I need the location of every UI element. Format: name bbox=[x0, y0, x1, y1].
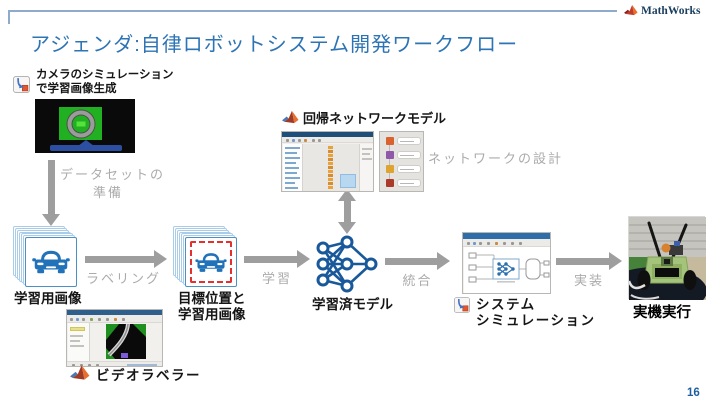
design-exchange-arrow bbox=[338, 189, 356, 234]
simulink-icon bbox=[454, 297, 470, 313]
simulink-icon bbox=[13, 76, 30, 93]
network-layers-screenshot bbox=[379, 131, 424, 192]
page-number: 16 bbox=[687, 387, 700, 399]
training-arrow-label: 学習 bbox=[261, 271, 292, 286]
system-simulation-label-line2: シミュレーション bbox=[476, 313, 596, 328]
mathworks-logo: MathWorks bbox=[624, 4, 700, 17]
window-toolbar bbox=[463, 239, 550, 247]
label-list-panel bbox=[68, 323, 90, 361]
layer-icon bbox=[386, 151, 394, 159]
layer-icon bbox=[386, 137, 394, 145]
layer-library-panel bbox=[283, 144, 303, 191]
arrow-head bbox=[437, 252, 450, 270]
arrow-head-down bbox=[338, 222, 356, 234]
regression-model-label: 回帰ネットワークモデル bbox=[303, 111, 447, 126]
dataset-prep-arrow bbox=[42, 160, 60, 226]
system-simulation-label-line1: システム bbox=[476, 297, 536, 312]
simulink-model-screenshot bbox=[462, 232, 551, 294]
window-title-bar bbox=[463, 233, 550, 239]
layer-connector bbox=[389, 138, 390, 186]
arrow-head bbox=[609, 252, 622, 270]
implementation-arrow-label: 実装 bbox=[573, 273, 604, 288]
layer-pill bbox=[397, 151, 421, 159]
network-designer-screenshot bbox=[281, 131, 374, 192]
arrow-shaft bbox=[47, 160, 55, 214]
training-arrow bbox=[244, 250, 310, 268]
dataset-prep-line1: データセットの bbox=[60, 167, 166, 182]
implementation-arrow bbox=[556, 252, 622, 270]
sim-ui-bar bbox=[50, 145, 122, 151]
target-images-label-line2: 学習用画像 bbox=[178, 307, 246, 322]
camera-sim-screenshot bbox=[35, 99, 135, 153]
video-labeler-screenshot bbox=[66, 309, 163, 367]
matlab-icon bbox=[70, 364, 90, 382]
arrow-shaft bbox=[85, 255, 154, 263]
arrow-head-up bbox=[338, 189, 356, 201]
arrow-shaft bbox=[343, 201, 351, 222]
playback-bar bbox=[67, 361, 162, 366]
arrow-head bbox=[42, 214, 60, 226]
car-icon bbox=[32, 250, 70, 274]
dataset-prep-line2: 準備 bbox=[92, 185, 123, 200]
integration-arrow bbox=[385, 252, 450, 270]
network-design-label: ネットワークの設計 bbox=[428, 151, 564, 166]
window-title-bar bbox=[282, 132, 373, 137]
training-images-label: 学習用画像 bbox=[14, 291, 82, 306]
arrow-shaft bbox=[556, 257, 609, 265]
target-images-label-line1: 目標位置と bbox=[178, 291, 246, 306]
mathworks-logo-icon bbox=[624, 4, 638, 17]
window-title-bar bbox=[67, 310, 162, 315]
sim-ui-bump bbox=[78, 140, 94, 146]
sim-track-ring bbox=[67, 110, 94, 137]
sim-track-field bbox=[59, 107, 102, 140]
video-frame bbox=[106, 324, 146, 359]
minimap bbox=[340, 174, 356, 188]
top-border-line bbox=[8, 10, 617, 12]
properties-panel bbox=[359, 144, 373, 191]
layer-pill bbox=[397, 165, 421, 173]
camera-sim-label-line1: カメラのシミュレーション bbox=[36, 69, 174, 81]
page-title: アジェンダ:自律ロボットシステム開発ワークフロー bbox=[30, 34, 519, 56]
window-toolbar bbox=[282, 137, 373, 143]
matlab-icon bbox=[282, 110, 299, 125]
arrow-shaft bbox=[385, 257, 437, 265]
real-robot-label: 実機実行 bbox=[633, 305, 691, 321]
neural-network-icon bbox=[316, 235, 378, 293]
target-images-stack bbox=[173, 226, 239, 288]
left-border-stub bbox=[8, 10, 10, 24]
camera-sim-label-line2: で学習画像生成 bbox=[36, 83, 117, 95]
dataset-prep-label: データセットの 準備 bbox=[60, 166, 166, 202]
arrow-shaft bbox=[244, 255, 297, 263]
integration-arrow-label: 統合 bbox=[402, 273, 433, 288]
training-images-stack bbox=[13, 226, 79, 288]
brand-name: MathWorks bbox=[641, 4, 701, 17]
designer-canvas bbox=[303, 144, 359, 191]
sim-track-center bbox=[76, 121, 85, 126]
bounding-box bbox=[190, 241, 232, 283]
labeling-arrow-label: ラベリング bbox=[86, 271, 162, 286]
layer-pill bbox=[397, 179, 421, 187]
arrow-head bbox=[297, 250, 310, 268]
stack-card-front bbox=[185, 237, 237, 287]
video-labeler-label: ビデオラベラー bbox=[96, 368, 201, 383]
window-toolbar bbox=[67, 315, 162, 323]
trained-model-label: 学習済モデル bbox=[312, 297, 393, 312]
car-icon bbox=[195, 252, 227, 272]
stack-card-front bbox=[25, 237, 77, 287]
model-canvas bbox=[464, 247, 550, 293]
layer-icon bbox=[386, 179, 394, 187]
layer-pill bbox=[397, 137, 421, 145]
robot-photo bbox=[603, 216, 707, 315]
layer-icon bbox=[386, 165, 394, 173]
labeling-arrow bbox=[85, 250, 167, 268]
arrow-head bbox=[154, 250, 167, 268]
